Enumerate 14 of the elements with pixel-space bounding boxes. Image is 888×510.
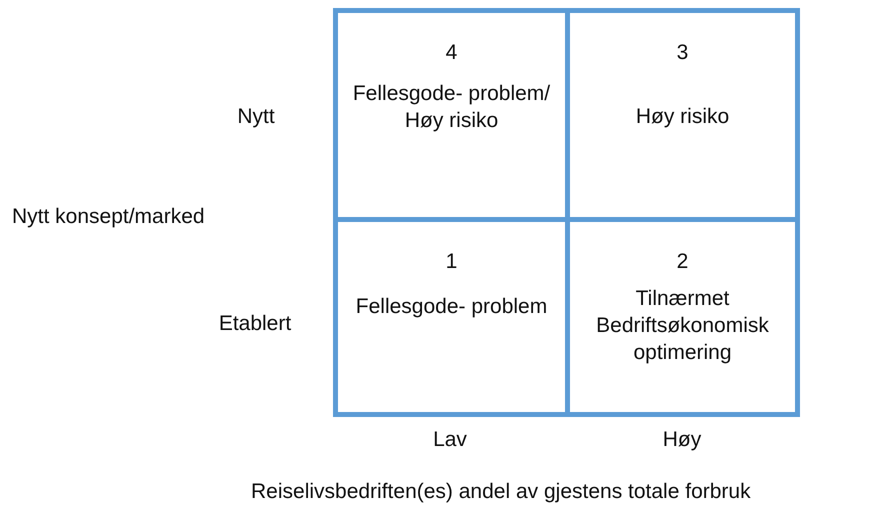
column-label: Lav	[433, 428, 467, 452]
quadrant-label: Tilnærmet Bedriftsøkonomisk optimering	[595, 286, 770, 366]
quadrant-number: 3	[676, 41, 688, 65]
quadrant-number: 4	[446, 41, 458, 65]
axis-title: Nytt konsept/marked	[12, 205, 205, 229]
row-label: Etablert	[218, 312, 292, 336]
quadrant-label: Fellesgode- problem	[354, 294, 548, 320]
quadrant-number: 1	[446, 250, 458, 274]
quadrant-label: Høy risiko	[634, 104, 730, 130]
axis-title: Reiselivsbedriften(es) andel av gjestens totale forbruk	[251, 480, 751, 504]
quadrant-number: 2	[676, 250, 688, 274]
quadrant-label: Fellesgode- problem/ Høy risiko	[352, 81, 552, 134]
column-label: Høy	[662, 428, 702, 452]
row-label: Nytt	[237, 105, 275, 129]
